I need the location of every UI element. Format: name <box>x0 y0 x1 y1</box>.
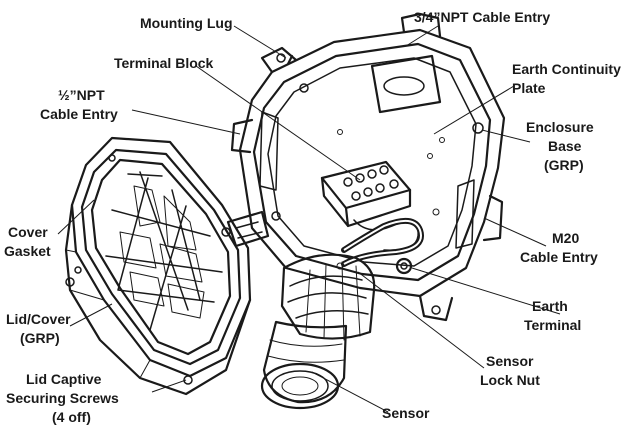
label-lid-captive-screws-2: Securing Screws <box>6 390 119 406</box>
label-lid-cover-2: (GRP) <box>20 330 60 346</box>
label-m20-cable-entry-2: Cable Entry <box>520 249 598 265</box>
label-sensor: Sensor <box>382 405 430 421</box>
label-enclosure-base: Enclosure <box>526 119 594 135</box>
label-earth-terminal-2: Terminal <box>524 317 581 333</box>
labels: Mounting Lug 3/4”NPT Cable Entry Termina… <box>4 9 621 425</box>
label-earth-continuity-plate-2: Plate <box>512 80 546 96</box>
label-sensor-lock-nut-2: Lock Nut <box>480 372 540 388</box>
label-enclosure-base-2: Base <box>548 138 582 154</box>
label-cover-gasket-2: Gasket <box>4 243 51 259</box>
label-mounting-lug: Mounting Lug <box>140 15 233 31</box>
label-cover-gasket: Cover <box>8 224 48 240</box>
label-lid-cover: Lid/Cover <box>6 311 71 327</box>
m20-cable-entry <box>455 179 504 249</box>
label-earth-continuity-plate: Earth Continuity <box>512 61 621 77</box>
earth-terminal <box>395 257 413 275</box>
label-m20-cable-entry: M20 <box>552 230 579 246</box>
lid-cover <box>64 136 252 396</box>
earth-continuity-plate <box>336 129 445 270</box>
label-half-npt-cable-entry: ½”NPT <box>58 87 105 103</box>
npt-half-cable-entry <box>230 111 279 191</box>
sensor <box>260 320 348 410</box>
label-sensor-lock-nut: Sensor <box>486 353 534 369</box>
sensor-lock-nut <box>280 253 376 341</box>
npt-34-cable-entry <box>370 12 442 114</box>
label-34-npt-cable-entry: 3/4”NPT Cable Entry <box>414 9 550 25</box>
label-enclosure-base-3: (GRP) <box>544 157 584 173</box>
label-terminal-block: Terminal Block <box>114 55 214 71</box>
lid-screws <box>65 154 231 385</box>
label-lid-captive-screws: Lid Captive <box>26 371 102 387</box>
label-earth-terminal: Earth <box>532 298 568 314</box>
leader-lines <box>57 25 561 413</box>
label-lid-captive-screws-3: (4 off) <box>52 409 91 425</box>
enclosure-base <box>238 28 506 322</box>
label-half-npt-cable-entry-2: Cable Entry <box>40 106 118 122</box>
sensor-cable <box>341 217 424 267</box>
